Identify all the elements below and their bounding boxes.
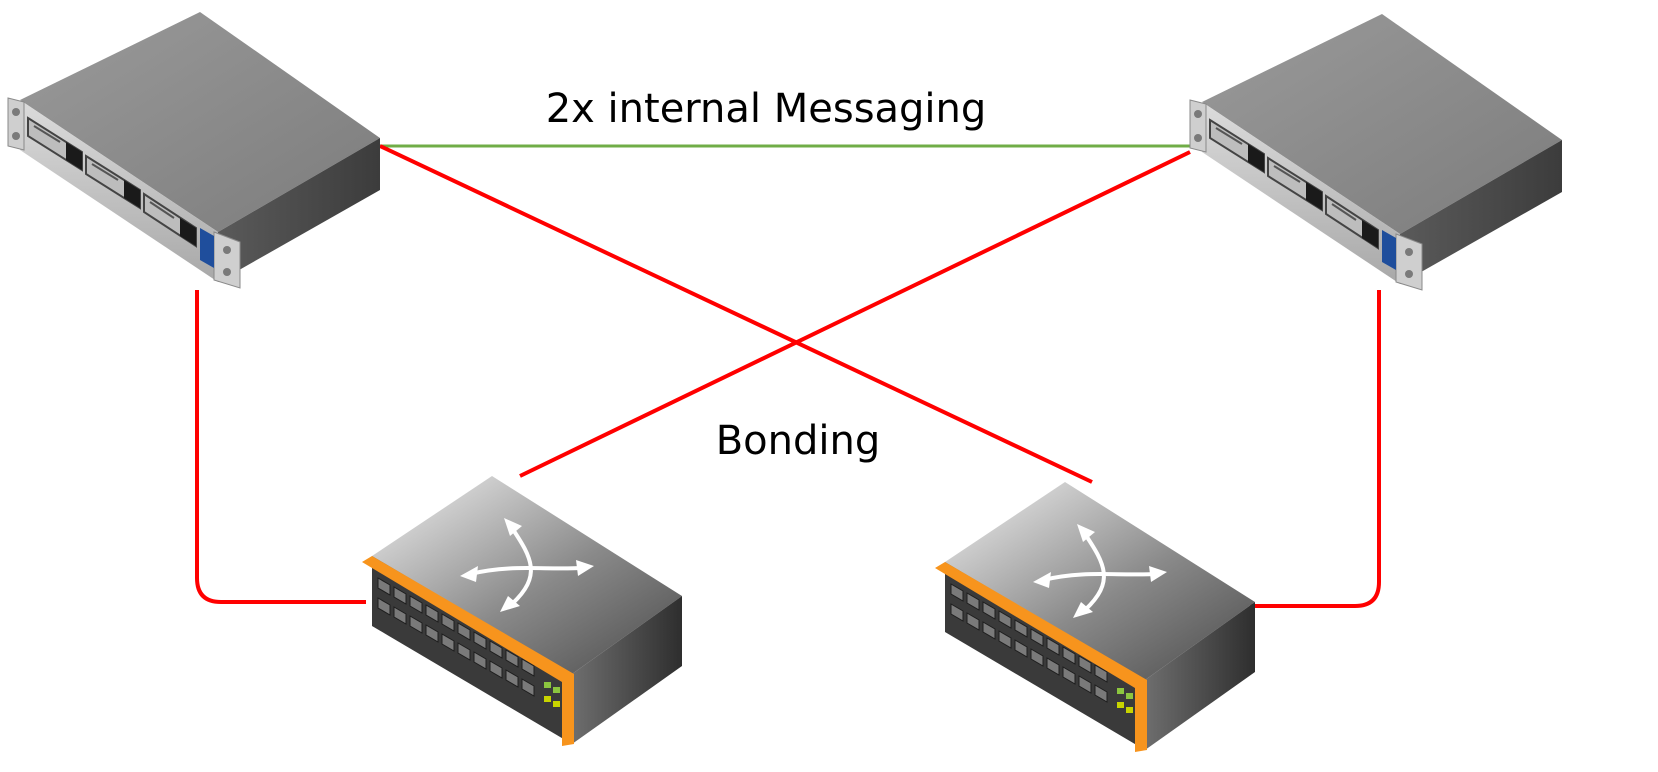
- bonding-link-left-server-to-left-switch: [195, 290, 366, 604]
- links: [195, 144, 1381, 608]
- network-switch-icon: [933, 480, 1257, 754]
- rack-server-icon: [7, 11, 381, 289]
- bonding-link-left-server-to-right-switch: [379, 144, 1093, 484]
- bonding-link-right-server-to-left-switch: [519, 150, 1191, 478]
- network-switch-icon: [360, 474, 684, 748]
- rack-server-icon: [1189, 13, 1563, 291]
- messaging-label: 2x internal Messaging: [546, 86, 987, 132]
- bonding-label: Bonding: [716, 418, 881, 464]
- bonding-link-right-server-to-right-switch: [1250, 290, 1381, 608]
